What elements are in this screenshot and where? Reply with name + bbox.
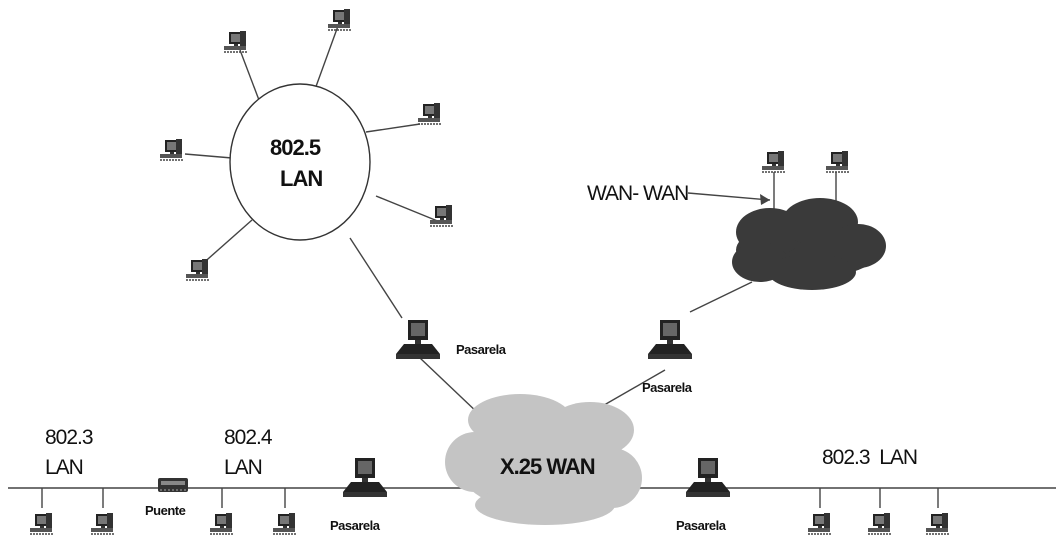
bus-computer-icon-6: [867, 512, 893, 535]
gateway-computer-icon-4: [686, 458, 730, 497]
wan-wan-label: WAN- WAN: [587, 182, 688, 205]
bridge-icon: [158, 478, 188, 492]
gateway-label-1: Pasarela: [456, 342, 507, 357]
bridge-label: Puente: [145, 503, 186, 518]
ring-computer-icon-2: [327, 8, 353, 31]
bus-computer-icon-4: [272, 512, 298, 535]
lan-802-3-left-line2: LAN: [45, 456, 83, 479]
lan-802-3-right-label: 802.3 LAN: [822, 446, 917, 469]
x25-wan-cloud-icon: [445, 394, 642, 525]
ring-computer-icon-4: [159, 138, 185, 161]
ring-computer-icon-5: [429, 204, 455, 227]
ring-computer-icon-1: [223, 30, 249, 53]
lan-802-4-line2: LAN: [224, 456, 262, 479]
ring-computer-icon-3: [417, 102, 443, 125]
wan-wan-cloud-icon: [732, 198, 886, 290]
cloud-computer-icon-2: [825, 150, 851, 173]
gateway-label-3: Pasarela: [330, 518, 381, 533]
gateway-computer-icon-2: [648, 320, 692, 359]
bus-computer-icon-7: [925, 512, 951, 535]
bus-computer-icon-1: [29, 512, 55, 535]
token-ring-802-5: [229, 83, 371, 241]
ring-label-line1: 802.5: [270, 135, 321, 160]
cloud-computer-icon-1: [761, 150, 787, 173]
lan-802-4-line1: 802.4: [224, 426, 273, 449]
gateway-computer-icon-1: [396, 320, 440, 359]
bus-computer-icon-5: [807, 512, 833, 535]
x25-wan-label: X.25 WAN: [500, 454, 595, 479]
lan-802-3-left-line1: 802.3: [45, 426, 93, 449]
bus-computer-icon-2: [90, 512, 116, 535]
gateway-computer-icon-3: [343, 458, 387, 497]
gateway-label-2: Pasarela: [642, 380, 693, 395]
bus-computer-icon-3: [209, 512, 235, 535]
gateway-label-4: Pasarela: [676, 518, 727, 533]
ring-computer-icon-6: [185, 258, 211, 281]
ring-label-line2: LAN: [280, 166, 322, 191]
